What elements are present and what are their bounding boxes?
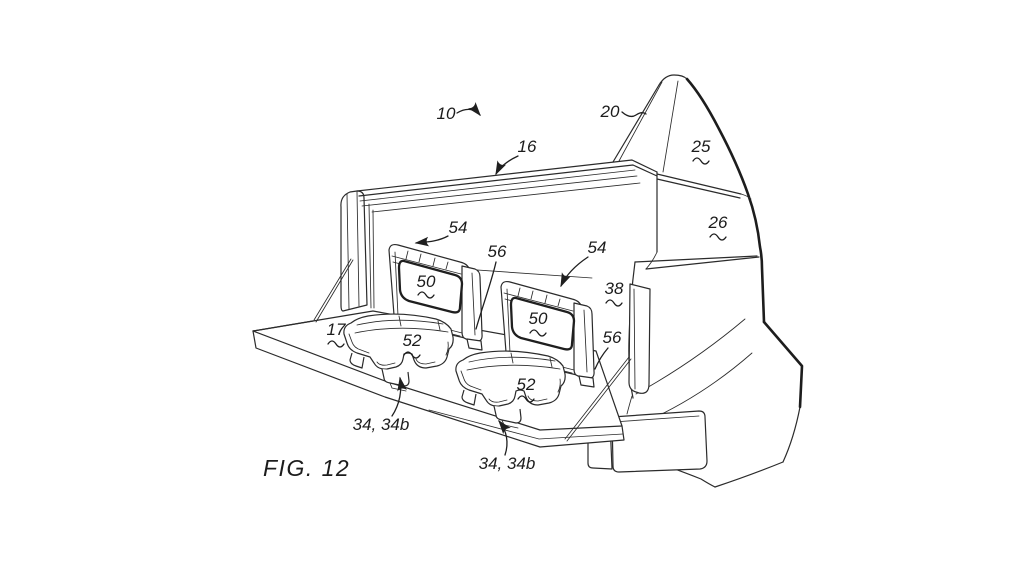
tilde-17: [327, 340, 345, 348]
ref-label-54-right: 54: [588, 238, 607, 257]
reference-labels: 10 16 20 25 26 38 54 56 54 56 17 50 52 5…: [327, 102, 728, 473]
tilde-26: [709, 233, 727, 241]
leader-lines: [391, 102, 647, 456]
ref-label-52-right: 52: [517, 375, 536, 394]
tilde-52-left: [403, 351, 421, 359]
figure-caption: FIG. 12: [263, 455, 350, 481]
taillight-bar: [626, 283, 651, 415]
leader-16: [495, 155, 519, 176]
leader-54-left: [414, 235, 449, 247]
leader-56-middle: [475, 261, 497, 330]
ref-label-50-right: 50: [529, 309, 548, 328]
ref-label-34-left: 34, 34b: [353, 415, 410, 434]
ref-label-17: 17: [327, 320, 346, 339]
bed-rail: [356, 159, 658, 213]
left-pillar: [340, 190, 375, 312]
leader-20: [621, 111, 647, 118]
ref-label-50-left: 50: [417, 272, 436, 291]
bed-side-wall: [645, 173, 760, 270]
leader-34-right: [498, 419, 511, 456]
support-strap-right: [564, 356, 632, 442]
leader-56-right: [594, 347, 609, 370]
support-strap-left: [313, 258, 354, 323]
leader-54-right: [560, 256, 589, 288]
ref-label-10: 10: [437, 104, 456, 123]
ref-label-34-right: 34, 34b: [479, 454, 536, 473]
ref-label-26: 26: [708, 213, 728, 232]
ref-label-25: 25: [691, 137, 711, 156]
tilde-38: [605, 299, 623, 307]
tilde-25: [692, 157, 710, 165]
ref-label-16: 16: [518, 137, 537, 156]
ref-label-20: 20: [600, 102, 620, 121]
ref-label-54-left: 54: [449, 218, 468, 237]
leader-10: [456, 102, 481, 117]
tilde-52-right: [517, 395, 535, 403]
tilde-50-right: [529, 329, 547, 337]
ref-label-56-right: 56: [603, 328, 622, 347]
ref-label-52-left: 52: [403, 331, 422, 350]
ref-label-56-middle: 56: [488, 242, 507, 261]
tilde-50-left: [417, 291, 435, 299]
leader-34-left: [391, 376, 407, 417]
ref-label-38: 38: [605, 279, 624, 298]
sail-panel: [612, 74, 766, 324]
